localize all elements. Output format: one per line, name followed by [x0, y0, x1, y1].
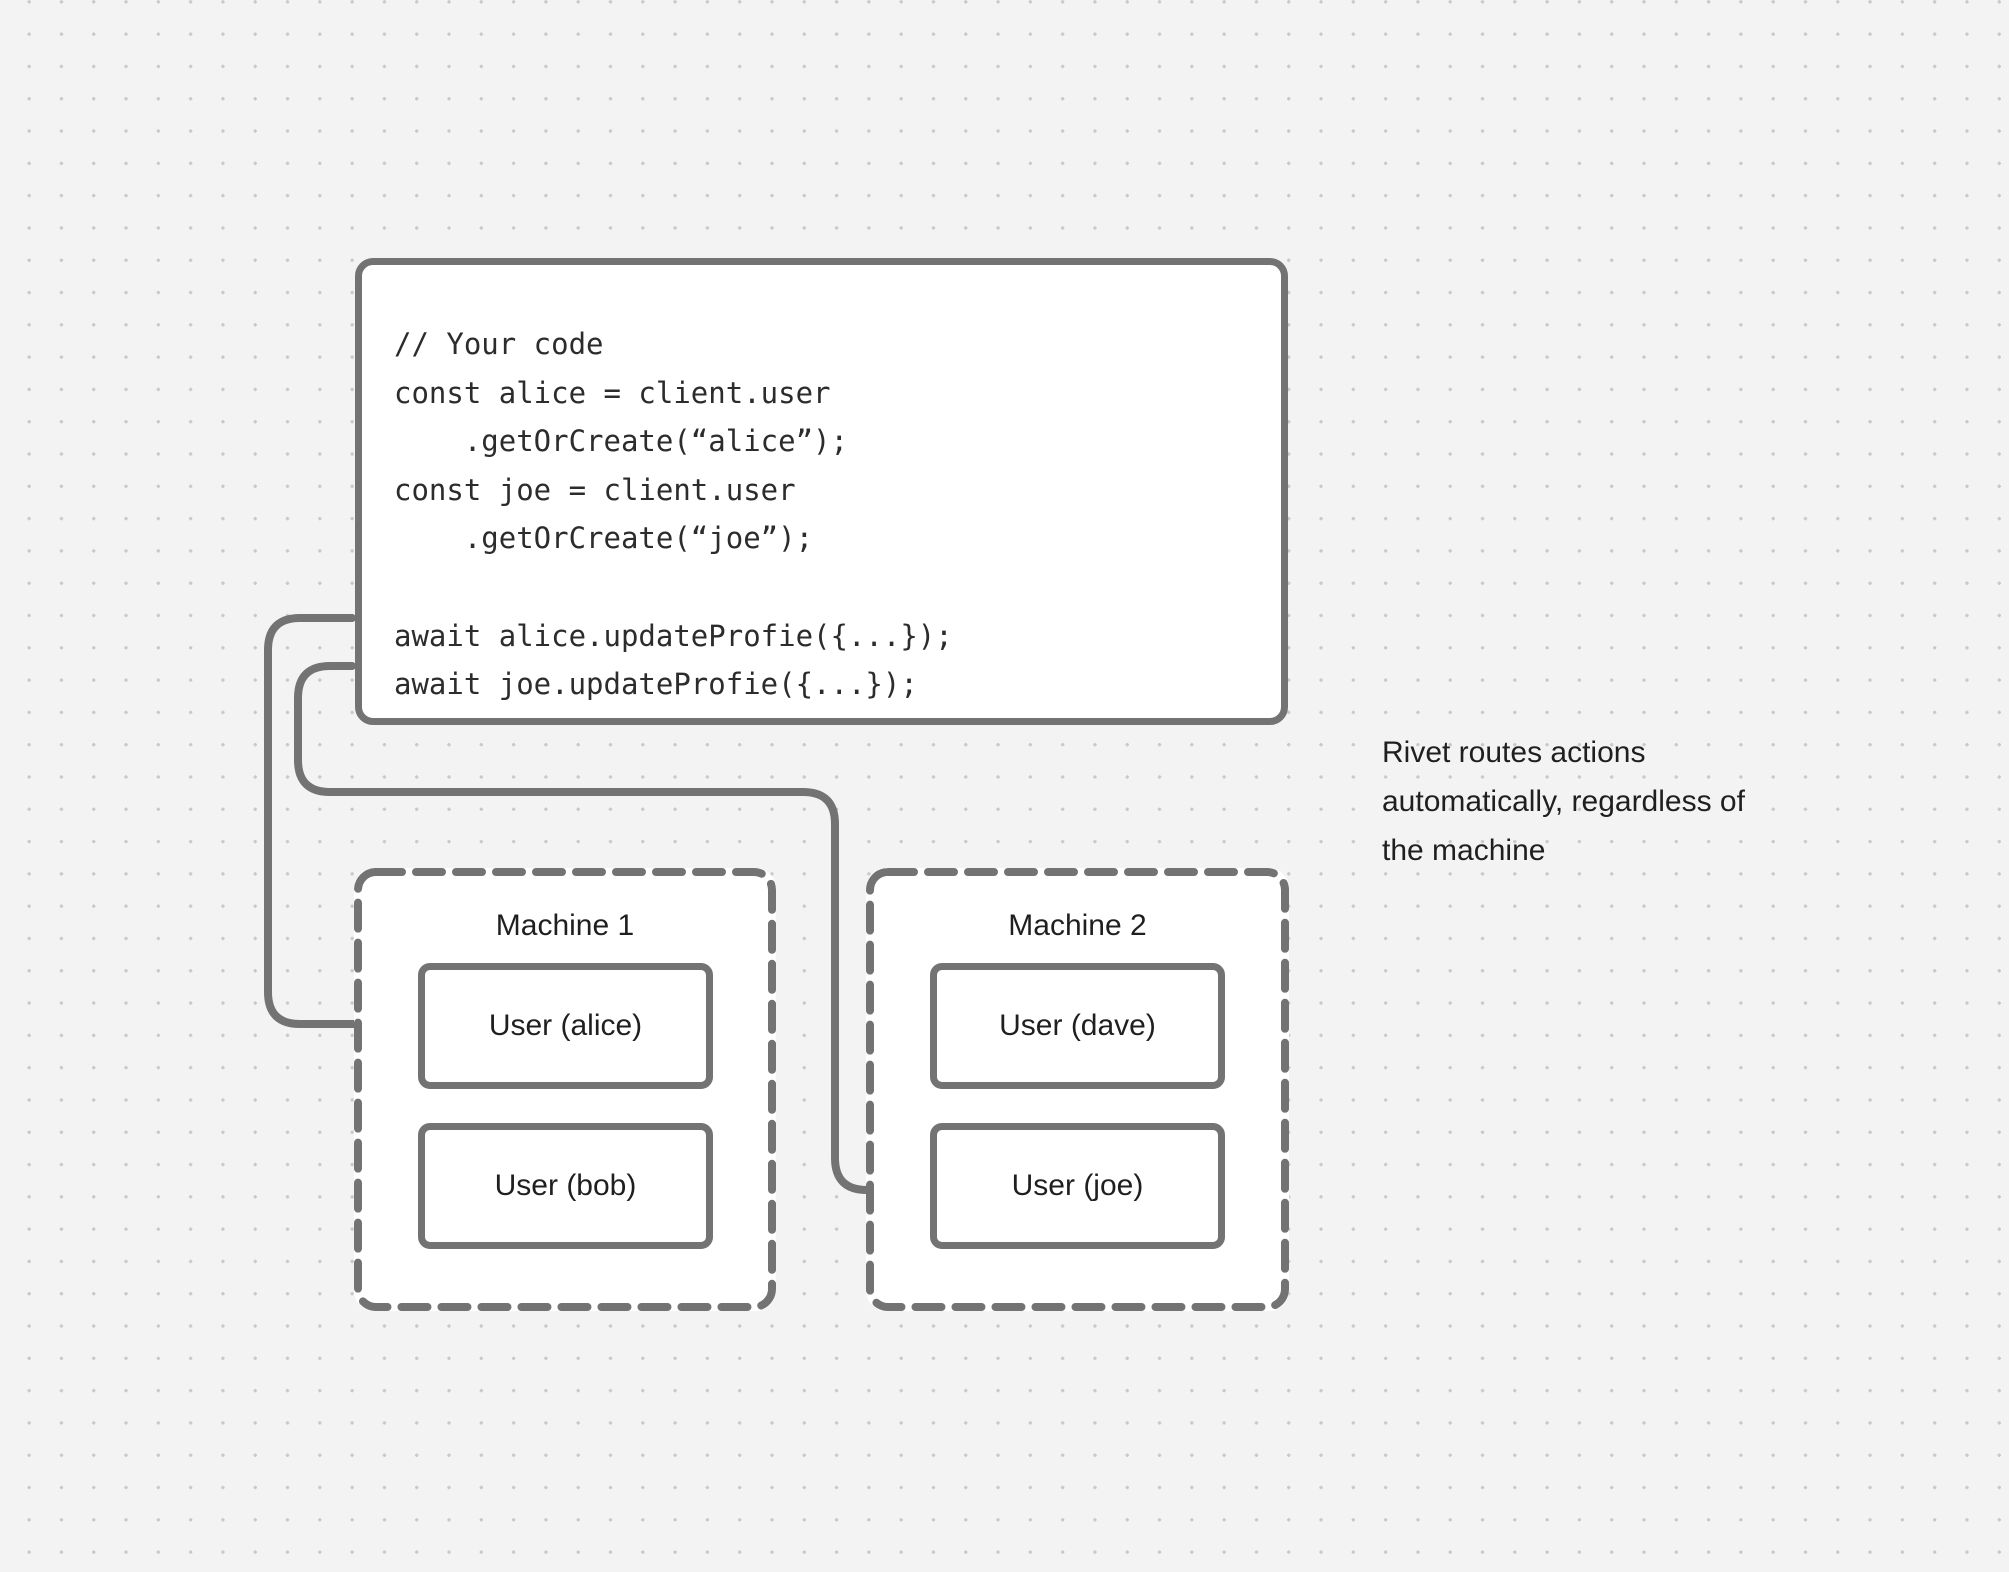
code-line: .getOrCreate(“alice”); — [394, 424, 848, 459]
code-line: // Your code — [394, 327, 604, 361]
code-line — [394, 563, 1271, 612]
code-line: const joe = client.user — [394, 472, 796, 507]
user-box-dave[interactable]: User (dave) — [930, 963, 1225, 1089]
code-card: // Your code const alice = client.user .g… — [355, 258, 1288, 725]
machine-group-1: Machine 1 User (alice) User (bob) — [354, 868, 776, 1311]
user-box-alice[interactable]: User (alice) — [418, 963, 713, 1089]
machine-1-title: Machine 1 — [495, 909, 635, 942]
code-block: // Your code const alice = client.user .g… — [394, 320, 1271, 709]
user-box-joe[interactable]: User (joe) — [930, 1123, 1225, 1249]
machine-group-2: Machine 2 User (dave) User (joe) — [866, 868, 1289, 1311]
code-line: const alice = client.user — [394, 375, 831, 410]
routing-annotation: Rivet routes actions automatically, rega… — [1382, 736, 1745, 867]
code-line: await joe.updateProfie({...}); — [394, 667, 918, 702]
machine-2-title: Machine 2 — [1008, 909, 1147, 942]
code-line: .getOrCreate(“joe”); — [394, 521, 814, 556]
code-line: await alice.updateProfie({...}); — [394, 618, 953, 653]
user-box-bob[interactable]: User (bob) — [418, 1123, 713, 1249]
